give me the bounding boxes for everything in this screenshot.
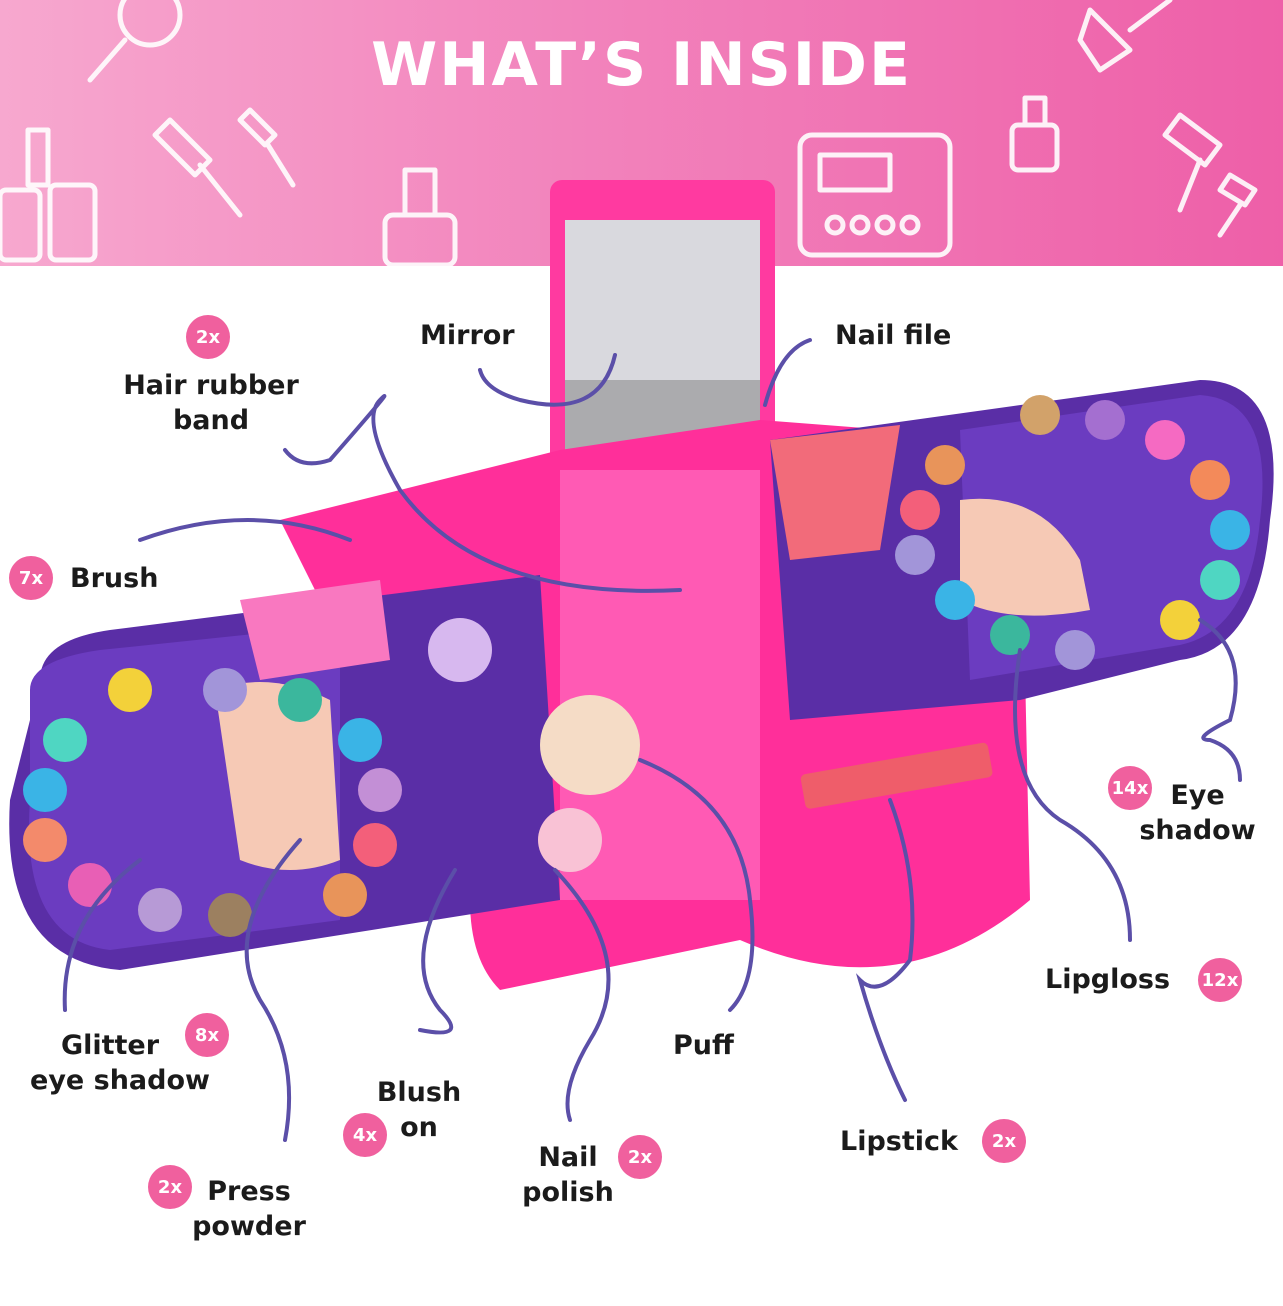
count-badge: 14x (1108, 766, 1152, 810)
label-lipgloss: Lipgloss (1045, 964, 1171, 995)
label-line: shadow (1139, 815, 1256, 846)
label-line: Blush (376, 1077, 462, 1108)
label-line: band (172, 405, 250, 436)
label-mirror: Mirror (420, 320, 515, 351)
label-nail-polish: Nail polish (518, 1140, 618, 1210)
lipstick (800, 742, 993, 809)
count-badge: 12x (1198, 958, 1242, 1002)
count-badge: 4x (343, 1113, 387, 1157)
label-eye-shadow: Eye shadow (1135, 778, 1260, 848)
count-badge: 7x (9, 556, 53, 600)
label-line: Nail (538, 1142, 598, 1173)
count-badge: 2x (618, 1135, 662, 1179)
count-badge: 2x (186, 315, 230, 359)
label-line: on (400, 1112, 438, 1143)
label-puff: Puff (673, 1030, 734, 1061)
count-badge: 2x (148, 1165, 192, 1209)
count-badge: 2x (982, 1119, 1026, 1163)
label-line: polish (522, 1177, 614, 1208)
label-blush-on: Blush on (375, 1075, 463, 1145)
label-press-powder: Press powder (187, 1174, 311, 1244)
label-line: Glitter (60, 1030, 160, 1061)
nail-polish-bottle (538, 808, 602, 872)
label-line: powder (192, 1211, 306, 1242)
page-title: WHAT’S INSIDE (371, 30, 912, 100)
nail-polish-bottle (428, 618, 492, 682)
eyeshadow-pans (23, 395, 1250, 937)
count-badge: 8x (185, 1013, 229, 1057)
label-line: Eye (1170, 780, 1225, 811)
label-glitter-eye-shadow: Glitter eye shadow (25, 1028, 215, 1098)
label-brush: Brush (70, 563, 159, 594)
label-line: Hair rubber (123, 370, 299, 401)
label-hair-rubber-band: Hair rubber band (118, 368, 304, 438)
label-line: Press (207, 1176, 291, 1207)
label-nail-file: Nail file (835, 320, 952, 351)
puff (540, 695, 640, 795)
label-line: eye shadow (30, 1065, 210, 1096)
makeup-doodle-icons (0, 0, 1258, 266)
label-lipstick: Lipstick (840, 1126, 958, 1157)
pointer-arrows (62, 338, 1242, 1142)
